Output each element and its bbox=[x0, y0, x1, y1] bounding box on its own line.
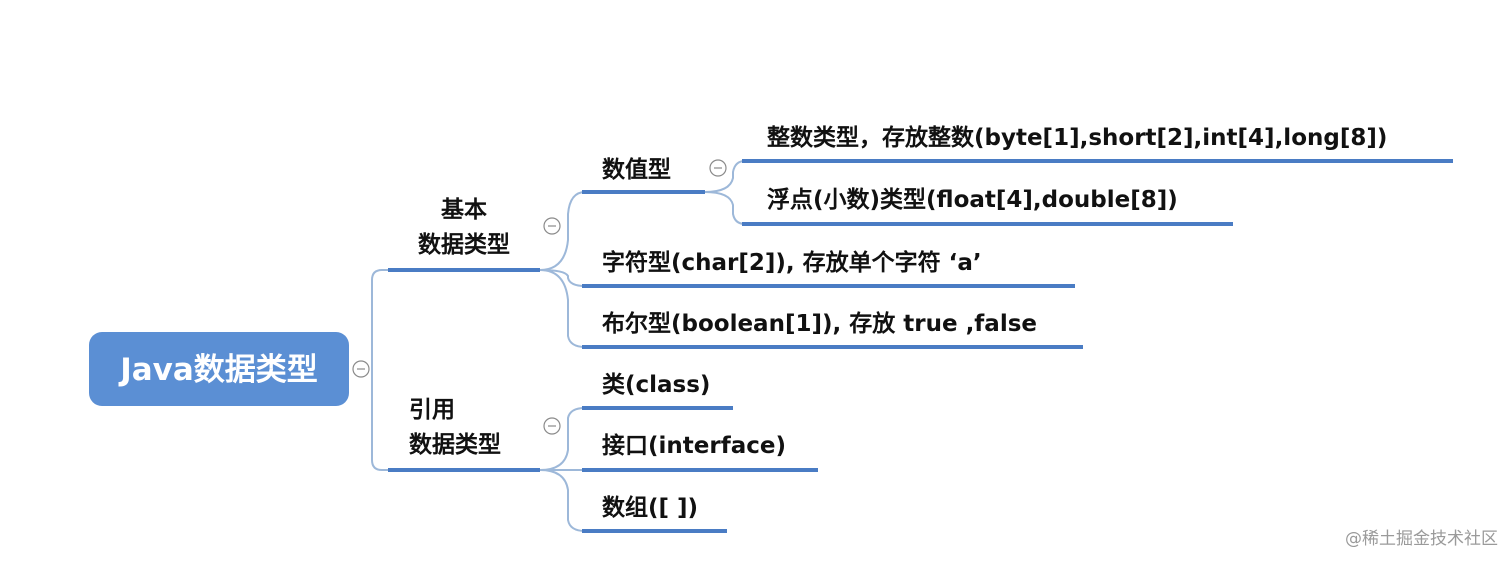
integer-types-label: 整数类型，存放整数(byte[1],short[2],int[4],long[8… bbox=[767, 124, 1387, 151]
char-type-label: 字符型(char[2]), 存放单个字符 ‘a’ bbox=[602, 249, 982, 276]
collapse-root-icon[interactable] bbox=[352, 360, 370, 378]
connector-basic-to-char bbox=[539, 269, 586, 287]
boolean-type-label: 布尔型(boolean[1]), 存放 true ,false bbox=[602, 310, 1037, 337]
connector-ref-to-class bbox=[539, 407, 586, 471]
collapse-numeric-icon[interactable] bbox=[709, 159, 727, 177]
class-label: 类(class) bbox=[602, 372, 710, 398]
root-node-box bbox=[89, 332, 349, 406]
connector-root-to-basic bbox=[371, 269, 390, 370]
node-underlines bbox=[388, 159, 1453, 533]
collapse-markers bbox=[352, 159, 727, 435]
interface-label: 接口(interface) bbox=[602, 433, 786, 459]
connector-numeric-to-integer bbox=[704, 160, 746, 193]
watermark-text: @稀土掘金技术社区 bbox=[1345, 529, 1498, 549]
connector-root-to-reference bbox=[371, 370, 390, 471]
connector-basic-to-numeric bbox=[539, 191, 586, 271]
reference-types-label-line2: 数据类型 bbox=[409, 432, 501, 458]
connector-lines bbox=[371, 160, 746, 532]
numeric-type-label: 数值型 bbox=[602, 156, 671, 183]
root-node-label: Java数据类型 bbox=[118, 352, 318, 388]
connector-basic-to-boolean bbox=[539, 269, 586, 348]
collapse-basic-icon[interactable] bbox=[543, 217, 561, 235]
connector-ref-to-array bbox=[539, 469, 586, 532]
float-types-label: 浮点(小数)类型(float[4],double[8]) bbox=[767, 186, 1178, 213]
basic-types-label-line1: 基本 bbox=[441, 197, 487, 223]
array-label: 数组([ ]) bbox=[602, 494, 698, 521]
basic-types-label-line2: 数据类型 bbox=[418, 232, 510, 258]
collapse-reference-icon[interactable] bbox=[543, 417, 561, 435]
root-node[interactable]: Java数据类型 bbox=[89, 332, 349, 406]
connector-numeric-to-float bbox=[704, 191, 746, 225]
reference-types-label-line1: 引用 bbox=[409, 397, 455, 423]
